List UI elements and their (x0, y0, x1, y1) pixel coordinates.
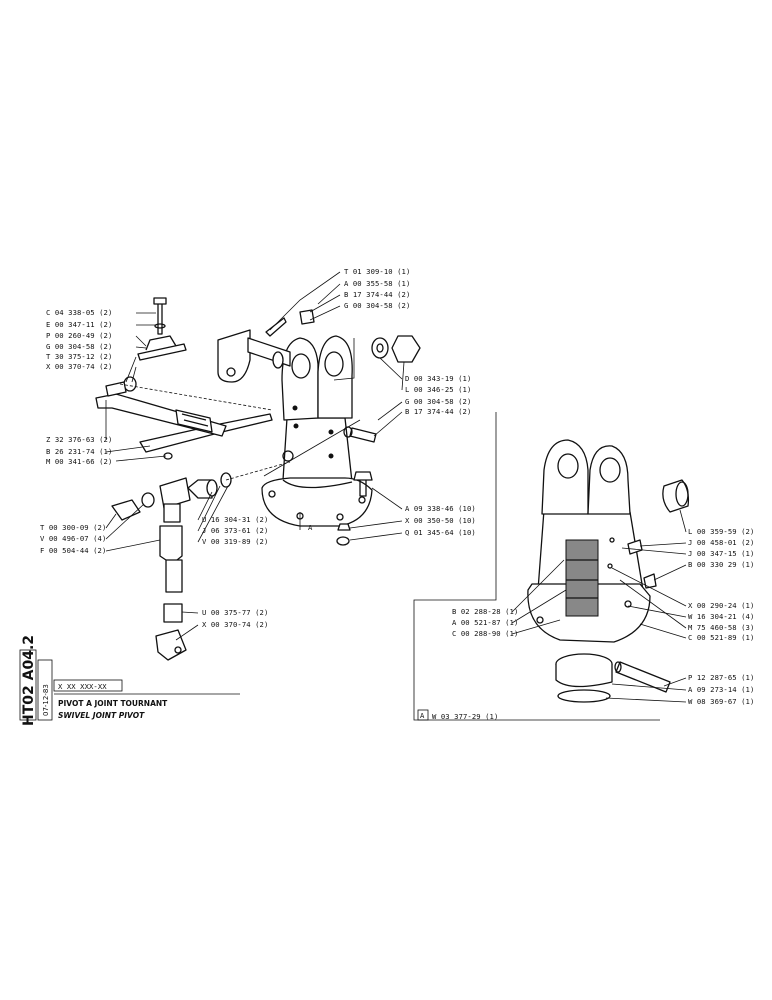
part-label: J 00 458-01 (2) (688, 538, 754, 547)
part-label: X 00 350-50 (10) (405, 516, 476, 525)
part-label: V 00 496-07 (4) (40, 534, 106, 543)
part-label: C 00 288-90 (1) (452, 629, 518, 638)
part-label: G 00 304-58 (2) (344, 301, 410, 310)
labels-fittings-low: U 00 375-77 (2) X 00 370-74 (2) (202, 608, 268, 629)
drawing-date: 07-12-83 (42, 684, 50, 716)
part-label: V 00 319-89 (2) (202, 537, 268, 546)
detail-ref-label: W 03 377-29 (1) (432, 712, 498, 721)
part-label: C 00 521-89 (1) (688, 633, 754, 642)
part-label: T 01 309-10 (1) (344, 267, 410, 276)
part-label: L 00 359-59 (2) (688, 527, 754, 536)
part-label: Q 01 345-64 (10) (405, 528, 476, 537)
labels-fittings-left: T 00 300-09 (2) V 00 496-07 (4) F 00 504… (40, 523, 106, 555)
part-label: G 00 304-58 (2) (405, 397, 471, 406)
part-label: M 00 341-66 (2) (46, 457, 112, 466)
detail-view (413, 412, 690, 721)
part-label: A 09 338-46 (10) (405, 504, 476, 513)
part-label: X 00 370-74 (2) (46, 362, 112, 371)
part-label: T 30 375-12 (2) (46, 352, 112, 361)
labels-right-main: D 00 343-19 (1) L 00 346-25 (1) G 00 304… (405, 374, 471, 416)
part-label: T 00 300-09 (2) (40, 523, 106, 532)
labels-fittings-mid: U 16 304-31 (2) J 06 373-61 (2) V 00 319… (202, 515, 268, 546)
part-label: C 04 338-05 (2) (46, 308, 112, 317)
part-label: A 00 521-87 (1) (452, 618, 518, 627)
leader-lines (105, 271, 405, 641)
labels-detail-left: B 02 288-28 (1) A 00 521-87 (1) C 00 288… (452, 607, 518, 638)
labels-base: A 09 338-46 (10) X 00 350-50 (10) Q 01 3… (405, 504, 476, 537)
reference-placeholder: X XX XXX-XX (58, 682, 107, 691)
detail-ref-box: A W 03 377-29 (1) (417, 709, 498, 721)
part-label: J 00 347-15 (1) (688, 549, 754, 558)
part-label: U 00 375-77 (2) (202, 608, 268, 617)
labels-top: T 01 309-10 (1) A 00 355-58 (1) B 17 374… (344, 267, 410, 310)
part-label: W 16 304-21 (4) (688, 612, 754, 621)
part-label: P 00 260-49 (2) (46, 331, 112, 340)
part-label: B 17 374-44 (2) (405, 407, 471, 416)
part-label: F 00 504-44 (2) (40, 546, 106, 555)
part-label: A 09 273-14 (1) (688, 685, 754, 694)
part-label: X 00 370-74 (2) (202, 620, 268, 629)
part-label: B 02 288-28 (1) (452, 607, 518, 616)
labels-detail-right: L 00 359-59 (2) J 00 458-01 (2) J 00 347… (688, 527, 754, 706)
part-label: E 00 347-11 (2) (46, 320, 112, 329)
part-label: B 00 330 29 (1) (688, 560, 754, 569)
main-pivot-drawing: A (95, 297, 421, 661)
title-french: PIVOT A JOINT TOURNANT (58, 699, 168, 708)
part-label: D 00 343-19 (1) (405, 374, 471, 383)
detail-view-marker: A (420, 711, 425, 720)
part-label: J 06 373-61 (2) (202, 526, 268, 535)
part-label: P 12 287-65 (1) (688, 673, 754, 682)
part-label: B 17 374-44 (2) (344, 290, 410, 299)
part-label: L 00 346-25 (1) (405, 385, 471, 394)
title-english: SWIVEL JOINT PIVOT (58, 711, 145, 720)
part-label: Z 32 376-63 (2) (46, 435, 112, 444)
view-marker-a: A (308, 523, 313, 532)
part-label: A 00 355-58 (1) (344, 279, 410, 288)
part-label: M 75 460-58 (3) (688, 623, 754, 632)
part-label: U 16 304-31 (2) (202, 515, 268, 524)
title-block: HT02 A04.2 07-12-83 X XX XXX-XX PIVOT A … (19, 635, 240, 726)
drawing-code: HT02 A04.2 (21, 635, 37, 726)
part-label: B 26 231-74 (1) (46, 447, 112, 456)
labels-left: C 04 338-05 (2) E 00 347-11 (2) P 00 260… (46, 308, 112, 466)
part-label: W 08 369-67 (1) (688, 697, 754, 706)
part-label: X 00 290-24 (1) (688, 601, 754, 610)
part-label: G 00 304-58 (2) (46, 342, 112, 351)
